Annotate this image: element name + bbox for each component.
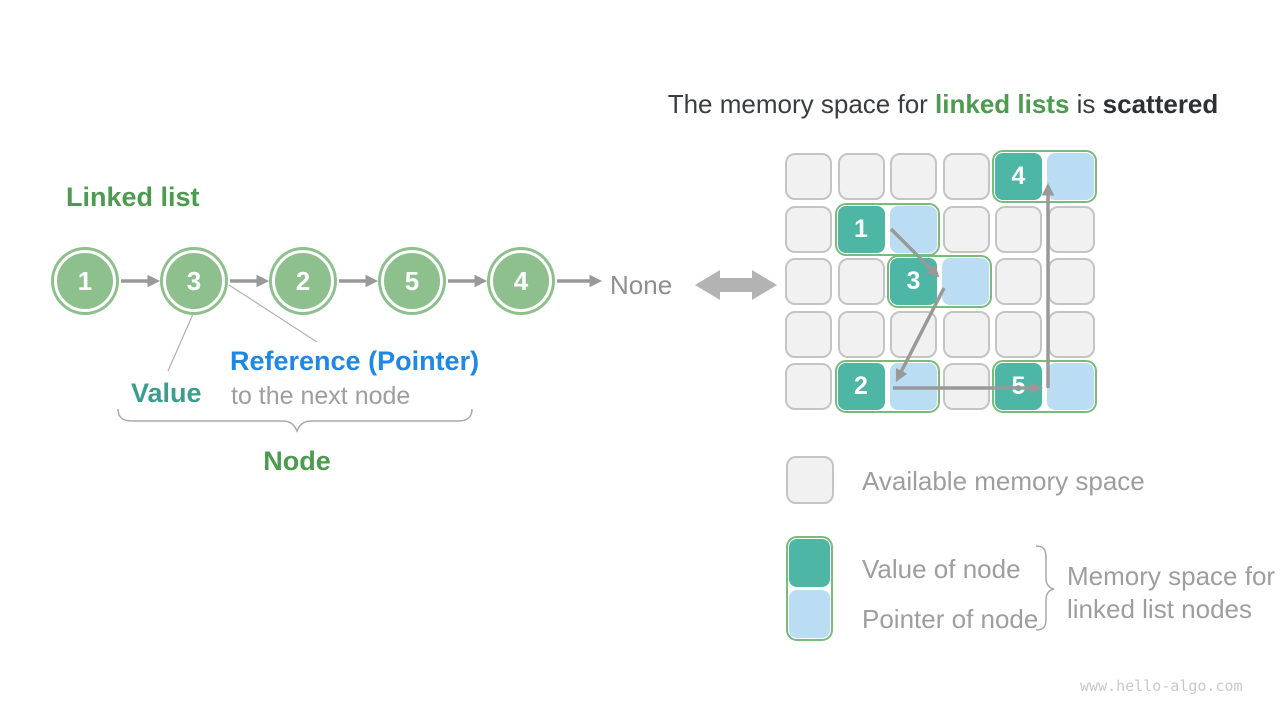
memory-cell-available	[890, 310, 937, 358]
none-terminator-label: None	[610, 270, 673, 300]
memory-cell-available	[995, 205, 1042, 253]
node-value-cell: 3	[890, 258, 937, 305]
memory-cell-available	[942, 205, 990, 253]
linked-list-node: 2	[272, 250, 334, 312]
memory-cell-available	[942, 310, 990, 358]
node-value-cell: 2	[837, 363, 885, 410]
reference-pointer-label: Reference (Pointer)	[230, 346, 480, 376]
legend-node-pair-swatch	[786, 536, 833, 641]
legend-brace	[1035, 545, 1055, 631]
node-pointer-cell	[942, 258, 989, 305]
memory-cell-available	[785, 205, 832, 253]
legend-brace-label-line1: Memory space for	[1067, 561, 1276, 591]
legend-pointer-label: Pointer of node	[862, 604, 1039, 634]
node-pointer-cell	[1047, 153, 1094, 200]
memory-cell-available	[1047, 310, 1095, 358]
memory-cell-available	[1047, 258, 1095, 305]
legend-pointer-swatch	[789, 590, 830, 638]
value-label: Value	[131, 378, 202, 408]
title-prefix: The memory space for	[667, 89, 936, 119]
node-pointer-cell	[889, 205, 937, 253]
node-value-cell: 1	[837, 205, 885, 253]
linked-list-node: 1	[54, 250, 116, 312]
legend-value-label: Value of node	[862, 554, 1021, 584]
title-middle: is	[1069, 89, 1103, 119]
memory-cell-available	[890, 153, 937, 200]
memory-cell-available	[785, 153, 832, 200]
memory-cell-available	[995, 258, 1042, 305]
legend-value-swatch	[789, 539, 830, 587]
linked-list-node: 3	[163, 250, 225, 312]
memory-node-pair: 5	[992, 360, 1097, 413]
watermark: www.hello-algo.com	[1080, 677, 1243, 695]
node-value-cell: 4	[995, 153, 1042, 200]
memory-cell-available	[785, 363, 832, 410]
memory-cell-available	[837, 153, 885, 200]
legend-available-label: Available memory space	[862, 466, 1145, 496]
node-value-cell: 5	[995, 363, 1042, 410]
title-emphasis-scattered: scattered	[1102, 89, 1219, 119]
linked-list-node: 4	[490, 250, 552, 312]
memory-cell-available	[785, 258, 832, 305]
memory-node-pair: 3	[887, 255, 992, 308]
legend-brace-label: Memory space for linked list nodes	[1067, 560, 1275, 626]
node-label: Node	[263, 446, 331, 476]
memory-cell-available	[1047, 205, 1095, 253]
node-underbrace	[117, 408, 473, 433]
linked-list-heading: Linked list	[66, 182, 200, 212]
node-pointer-cell	[1047, 363, 1094, 410]
reference-sub-label: to the next node	[231, 382, 411, 410]
memory-cell-available	[995, 310, 1042, 358]
memory-cell-available	[837, 258, 885, 305]
node-pointer-cell	[889, 363, 937, 410]
memory-cell-available	[942, 363, 990, 410]
page-title: The memory space for linked lists is sca…	[668, 89, 1219, 120]
title-highlight-linked-lists: linked lists	[935, 89, 1070, 119]
legend-available-swatch	[786, 456, 834, 504]
legend-brace-label-line2: linked list nodes	[1067, 594, 1252, 624]
memory-node-pair: 4	[992, 150, 1097, 203]
memory-node-pair: 2	[834, 360, 940, 413]
double-arrow-icon	[695, 270, 777, 300]
linked-list-node: 5	[381, 250, 443, 312]
memory-cell-available	[785, 310, 832, 358]
memory-cell-available	[942, 153, 990, 200]
memory-node-pair: 1	[834, 202, 940, 256]
value-callout-line	[167, 313, 194, 372]
memory-cell-available	[837, 310, 885, 358]
